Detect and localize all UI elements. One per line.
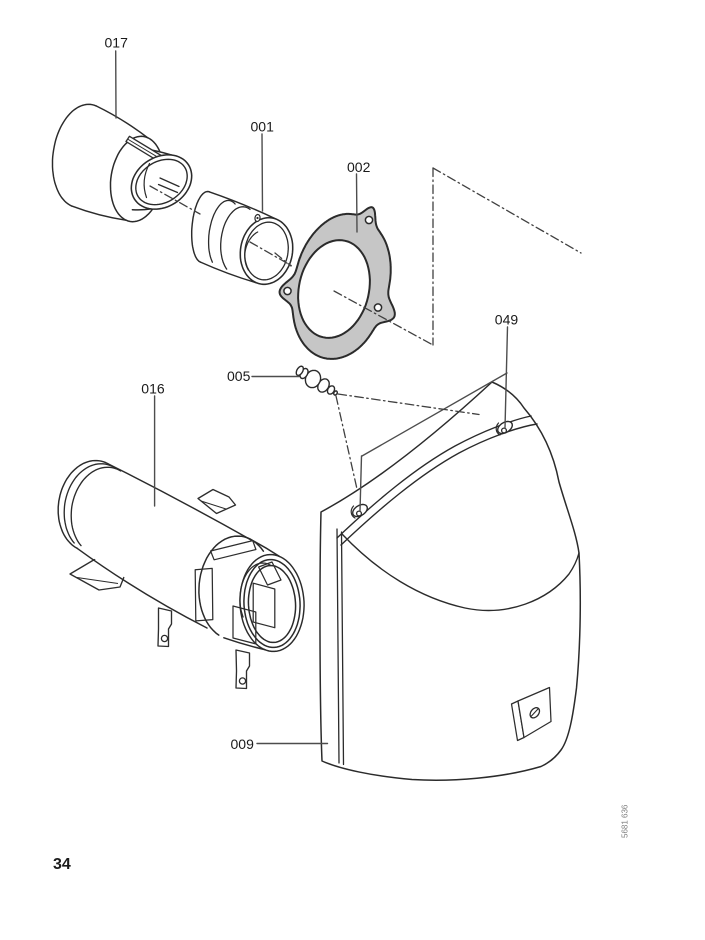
svg-text:009: 009 (231, 736, 255, 752)
svg-text:017: 017 (105, 35, 129, 51)
svg-text:049: 049 (495, 312, 519, 328)
svg-text:002: 002 (347, 159, 371, 175)
svg-text:016: 016 (141, 381, 165, 397)
svg-text:34: 34 (53, 856, 71, 873)
svg-text:005: 005 (227, 368, 251, 384)
svg-text:5681 636: 5681 636 (621, 804, 630, 838)
svg-text:001: 001 (251, 119, 275, 135)
